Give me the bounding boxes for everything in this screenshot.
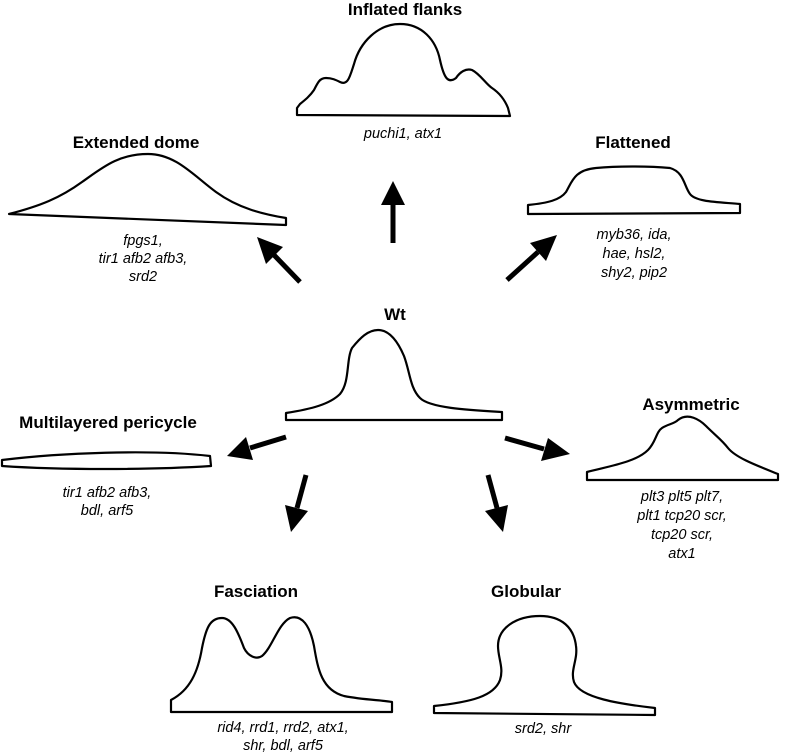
extended-dome-genes-line-2: tir1 afb2 afb3, (99, 251, 188, 267)
flattened-shape (526, 165, 742, 216)
multilayered-pericycle-title: Multilayered pericycle (19, 413, 197, 432)
arrow-head-icon (257, 237, 283, 264)
arrow-head-icon (285, 505, 308, 532)
inflated-flanks-genes-line-1: puchi1, atx1 (363, 126, 442, 142)
asymmetric-shape (585, 415, 780, 482)
multilayered-pericycle-shape (0, 451, 213, 471)
wt-shape (284, 328, 504, 422)
arrow-to-multilayered-pericycle (227, 434, 287, 460)
arrow-head-icon (541, 438, 570, 461)
asymmetric-genes-line-4: atx1 (668, 546, 695, 562)
multilayered-pericycle-genes-line-2: bdl, arf5 (81, 503, 134, 519)
arrow-to-globular (485, 474, 508, 532)
arrow-to-flattened (505, 235, 557, 282)
arrow-head-icon (227, 437, 253, 460)
inflated-flanks-panel: Inflated flanks puchi1, atx1 (295, 0, 512, 142)
asymmetric-genes-line-1: plt3 plt5 plt7, (640, 489, 723, 505)
flattened-panel: Flattened myb36, ida, hae, hsl2, shy2, p… (526, 133, 742, 281)
extended-dome-panel: Extended dome fpgs1, tir1 afb2 afb3, srd… (7, 133, 288, 285)
arrow-head-icon (485, 505, 508, 532)
wt-title: Wt (384, 305, 406, 324)
arrow-head-icon (381, 181, 405, 205)
extended-dome-shape (7, 152, 288, 227)
flattened-genes-line-1: myb36, ida, (597, 227, 672, 243)
extended-dome-genes-line-3: srd2 (129, 269, 157, 285)
arrow-head-icon (530, 235, 557, 261)
multilayered-pericycle-genes-line-1: tir1 afb2 afb3, (63, 485, 152, 501)
globular-panel: Globular srd2, shr (432, 582, 657, 737)
globular-title: Globular (491, 582, 561, 601)
globular-shape (432, 614, 657, 717)
inflated-flanks-shape (295, 22, 512, 118)
arrow-to-inflated-flanks (381, 181, 405, 243)
fasciation-title: Fasciation (214, 582, 298, 601)
extended-dome-genes-line-1: fpgs1, (123, 233, 163, 249)
asymmetric-genes-line-3: tcp20 scr, (651, 527, 713, 543)
arrow-to-extended-dome (257, 237, 302, 284)
flattened-title: Flattened (595, 133, 671, 152)
extended-dome-title: Extended dome (73, 133, 200, 152)
arrow-to-fasciation (285, 474, 309, 532)
fasciation-genes-line-1: rid4, rrd1, rrd2, atx1, (217, 720, 348, 736)
inflated-flanks-title: Inflated flanks (348, 0, 462, 19)
fasciation-panel: Fasciation rid4, rrd1, rrd2, atx1, shr, … (169, 582, 394, 754)
asymmetric-title: Asymmetric (642, 395, 739, 414)
fasciation-shape (169, 616, 394, 714)
fasciation-genes-line-2: shr, bdl, arf5 (243, 738, 324, 754)
arrow-to-asymmetric (504, 435, 570, 461)
flattened-genes-line-2: hae, hsl2, (603, 246, 666, 262)
asymmetric-panel: Asymmetric plt3 plt5 plt7, plt1 tcp20 sc… (585, 395, 780, 562)
globular-genes-line-1: srd2, shr (515, 721, 573, 737)
flattened-genes-line-3: shy2, pip2 (601, 265, 667, 281)
asymmetric-genes-line-2: plt1 tcp20 scr, (636, 508, 726, 524)
multilayered-pericycle-panel: Multilayered pericycle tir1 afb2 afb3, b… (0, 413, 213, 519)
wt-panel: Wt (284, 305, 504, 422)
